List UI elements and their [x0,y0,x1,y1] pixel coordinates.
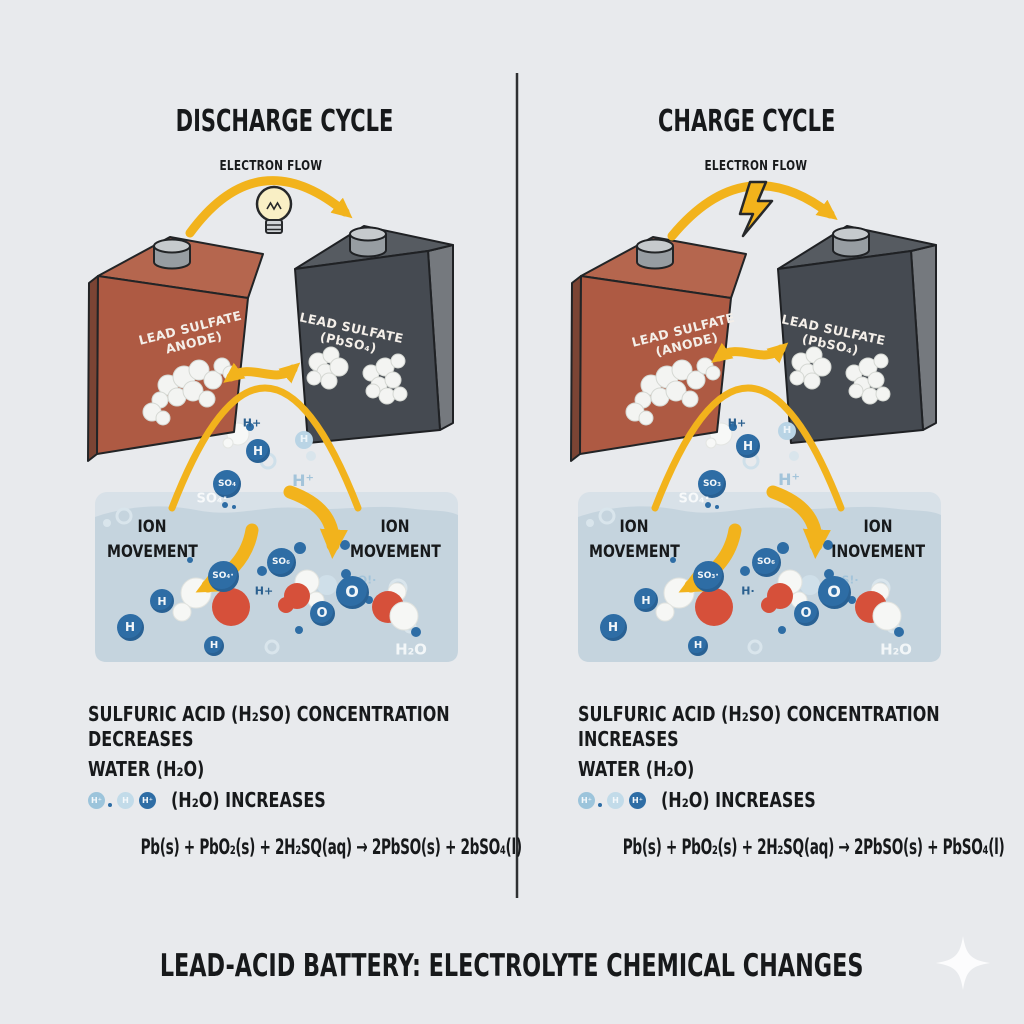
dot [598,802,602,807]
h-ion-badge: H [117,792,134,809]
dot [108,802,112,807]
diagram-footer-title: LEAD-ACID BATTERY: ELECTROLYTE CHEMICAL … [160,948,864,984]
h-ion-badge: H⁺ [88,792,105,809]
lightbulb-icon [255,185,293,234]
left-water-text: WATER (H₂O) [88,757,205,781]
right-water-text: WATER (H₂O) [578,757,695,781]
h-ion-badge: H⁺ [578,792,595,809]
lightning-bolt-icon [738,180,774,238]
left-equation: Pb(s) + PbO₂(s) + 2H₂SQ(aq) → 2PbSO(s) +… [140,835,522,859]
right-acid-text: SULFURIC ACID (H₂SO) CONCENTRATION INCRE… [578,702,940,751]
left-acid-text: SULFURIC ACID (H₂SO) CONCENTRATION DECRE… [88,702,450,751]
left-electron-flow: ELECTRON FLOW [219,158,323,174]
left-ion-movement-right: ION MOVEMENT [349,517,441,561]
h-ion-badge: H⁺ [629,792,646,809]
h-ion-badge: H [607,792,624,809]
sparkle-icon [936,936,990,990]
discharge-arrows [168,176,362,593]
right-electron-flow: ELECTRON FLOW [704,158,808,174]
right-equation: Pb(s) + PbO₂(s) + 2H₂SQ(aq) → 2PbSO(s) +… [622,835,1005,859]
charge-title: CHARGE CYCLE [658,104,836,139]
right-water-increase-row: H⁺ H H⁺ (H₂O) INCREASES [578,788,859,813]
left-panel-title: DISCHARGE CYCLE [44,104,524,139]
right-panel-title: CHARGE CYCLE [507,104,987,139]
right-ion-movement-right: ION INOVEMENT [831,517,925,561]
left-ion-movement-left: ION MOVEMENT [106,517,198,561]
right-ion-movement-left: ION MOVEMENT [588,517,680,561]
h-ion-badge: H⁺ [139,792,156,809]
left-water-increase-row: H⁺ H H⁺ (H₂O) INCREASES [88,788,369,813]
discharge-title: DISCHARGE CYCLE [175,104,393,139]
